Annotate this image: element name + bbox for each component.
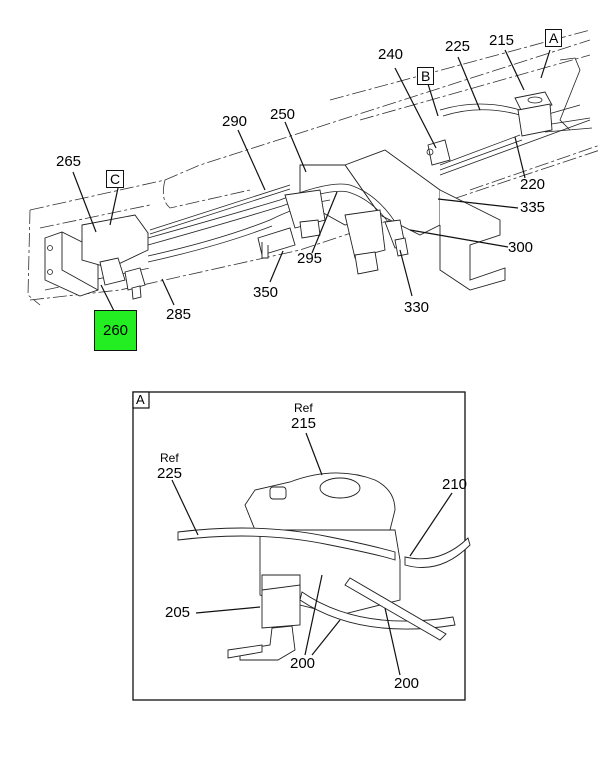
detail-callout-ref-225[interactable]: 225 [157, 465, 183, 482]
callout-330[interactable]: 330 [404, 299, 430, 316]
valve-215 [514, 91, 553, 137]
view-marker-b[interactable]: B [417, 67, 435, 85]
detail-a-view [132, 391, 471, 701]
callout-265[interactable]: 265 [56, 153, 82, 170]
callout-215[interactable]: 215 [489, 32, 515, 49]
callout-285[interactable]: 285 [166, 306, 192, 323]
callout-220[interactable]: 220 [520, 176, 546, 193]
callout-225[interactable]: 225 [445, 38, 471, 55]
callout-295[interactable]: 295 [297, 250, 323, 267]
valve-bracket-assembly [44, 214, 149, 300]
detail-callout-210[interactable]: 210 [442, 476, 468, 493]
detail-a-leaders [171, 432, 453, 676]
leader-lines [72, 49, 551, 312]
callout-300[interactable]: 300 [508, 239, 534, 256]
detail-callout-205[interactable]: 205 [165, 604, 191, 621]
detail-callout-200-pair[interactable]: 200 [290, 655, 316, 672]
air-hoses [147, 103, 593, 263]
valve-240 [426, 139, 451, 166]
callout-335[interactable]: 335 [520, 199, 546, 216]
detail-a-title: A [136, 392, 145, 407]
callout-290[interactable]: 290 [222, 113, 248, 130]
detail-callout-ref-215-ref: Ref [294, 401, 313, 415]
callout-260-highlighted[interactable]: 260 [94, 310, 137, 351]
view-marker-a[interactable]: A [545, 29, 563, 47]
detail-callout-ref-225-ref: Ref [160, 451, 179, 465]
crossmember-335 [299, 149, 506, 291]
callout-240[interactable]: 240 [378, 46, 404, 63]
callout-350[interactable]: 350 [253, 284, 279, 301]
view-marker-c[interactable]: C [106, 170, 125, 188]
detail-callout-ref-215[interactable]: 215 [291, 415, 317, 432]
valve-cluster [257, 189, 409, 275]
detail-callout-200[interactable]: 200 [394, 675, 420, 692]
callout-250[interactable]: 250 [270, 106, 296, 123]
